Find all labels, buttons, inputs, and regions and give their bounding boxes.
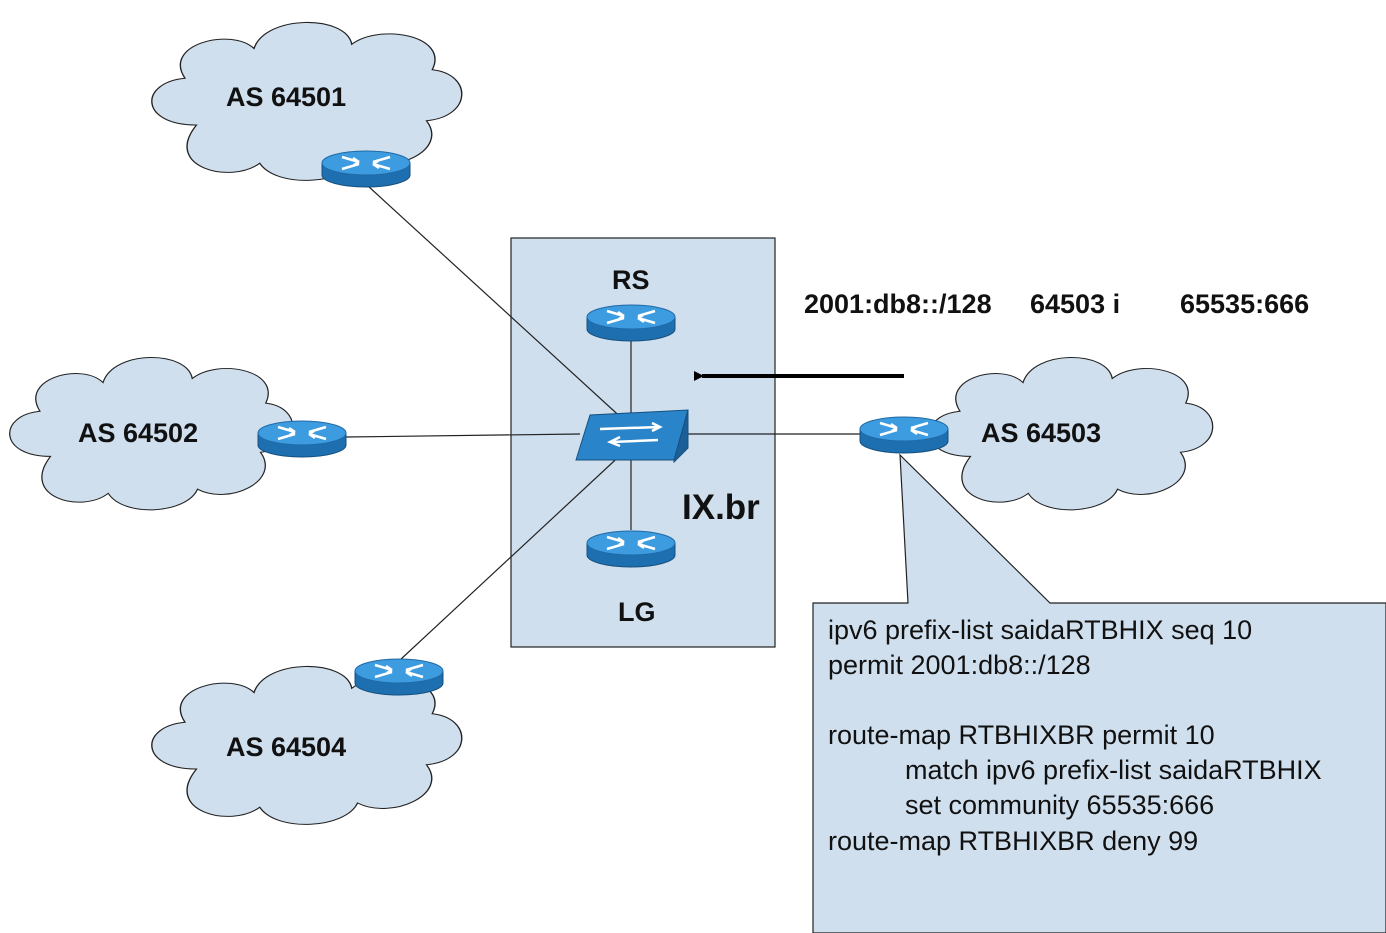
as-64503-label: AS 64503 xyxy=(981,418,1101,448)
route-server-label: RS xyxy=(612,265,650,295)
ixp-label: IX.br xyxy=(682,488,760,527)
router-icon xyxy=(353,657,445,697)
as-64504-label: AS 64504 xyxy=(226,732,346,762)
router-icon xyxy=(858,415,950,455)
config-text: ipv6 prefix-list saidaRTBHIX seq 10 perm… xyxy=(828,615,1322,856)
switch-icon xyxy=(575,409,689,464)
config-line: permit 2001:db8::/128 xyxy=(828,650,1091,680)
announcement-prefix: 2001:db8::/128 xyxy=(804,289,992,319)
config-line: ipv6 prefix-list saidaRTBHIX seq 10 xyxy=(828,615,1252,645)
router-icon xyxy=(256,419,348,459)
config-line: route-map RTBHIXBR deny 99 xyxy=(828,826,1198,856)
link-64501-switch xyxy=(367,185,627,423)
rs-router-icon xyxy=(585,303,677,343)
lg-router-icon xyxy=(585,529,677,569)
announcement-as-path: 64503 i xyxy=(1030,289,1120,319)
looking-glass-label: LG xyxy=(618,597,656,627)
as-64501-label: AS 64501 xyxy=(226,82,346,112)
as-64502-label: AS 64502 xyxy=(78,418,198,448)
announcement-community: 65535:666 xyxy=(1180,289,1309,319)
router-icon xyxy=(320,149,412,189)
links xyxy=(345,185,862,661)
config-line: set community 65535:666 xyxy=(905,790,1214,820)
config-callout xyxy=(812,453,1386,933)
link-64504-switch xyxy=(399,449,627,661)
config-line: route-map RTBHIXBR permit 10 xyxy=(828,720,1215,750)
config-line: match ipv6 prefix-list saidaRTBHIX xyxy=(905,755,1322,785)
link-64502-switch xyxy=(345,433,581,438)
